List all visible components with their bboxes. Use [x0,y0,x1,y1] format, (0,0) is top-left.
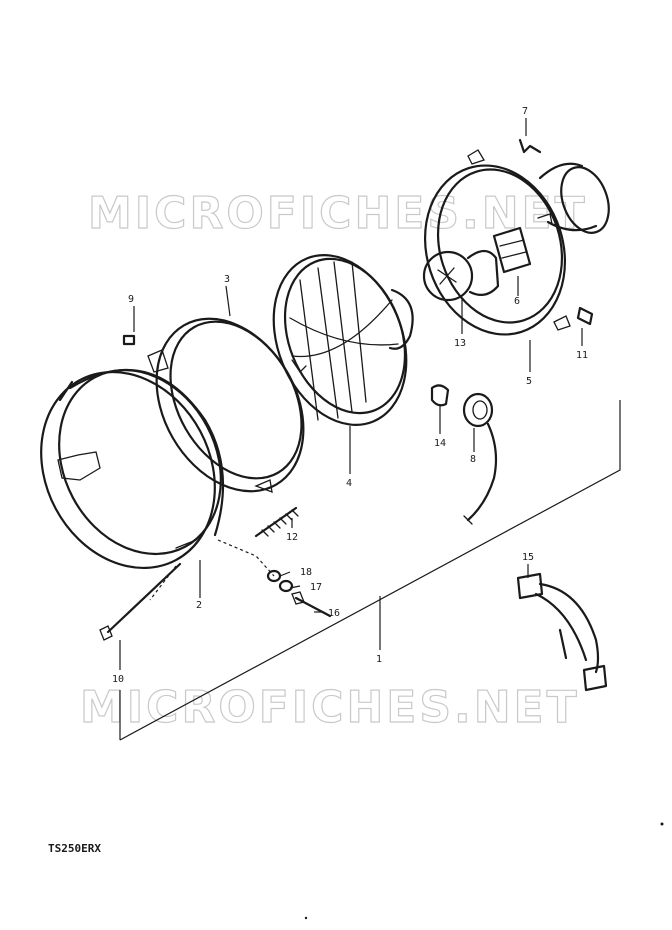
callout-10: 10 [112,674,124,685]
part-6-bulb-socket [492,226,532,274]
model-code: TS250ERX [48,842,101,855]
assembly-bracket [119,400,621,741]
part-16-screw [291,591,332,618]
part-13-bulb [422,249,500,302]
leader-lines [119,118,583,670]
callout-6: 6 [514,296,520,307]
callout-16: 16 [328,608,340,619]
part-2-headlamp-rim [40,368,225,570]
part-4-lens-unit [272,254,414,426]
callout-15: 15 [522,552,534,563]
callout-12: 12 [286,532,298,543]
callout-8: 8 [470,454,476,465]
speck-mark [660,822,664,826]
part-11-screw [576,306,594,326]
callout-1: 1 [376,654,382,665]
part-15-connector [516,572,608,692]
part-7-spring-clip [518,138,542,154]
part-9-screw [122,334,136,346]
callout-2: 2 [196,600,202,611]
callout-14: 14 [434,438,446,449]
callout-18: 18 [300,567,312,578]
part-12-adjuster-spring [254,506,299,538]
watermark-top: MICROFICHES.NET [88,188,588,239]
part-5-lamp-housing [423,149,610,336]
speck-mark [304,916,308,920]
part-3-inner-ring [147,317,305,494]
part-8-socket-wire [462,392,498,525]
callout-9: 9 [128,294,134,305]
callout-4: 4 [346,478,352,489]
part-10-long-screw [99,562,182,641]
watermark-bottom: MICROFICHES.NET [80,682,580,733]
callout-5: 5 [526,376,532,387]
callout-7: 7 [522,106,528,117]
part-17-washer [278,579,294,593]
callout-11: 11 [576,350,588,361]
part-14-small-bulb [430,384,450,407]
callout-17: 17 [310,582,322,593]
callout-13: 13 [454,338,466,349]
callout-3: 3 [224,274,230,285]
